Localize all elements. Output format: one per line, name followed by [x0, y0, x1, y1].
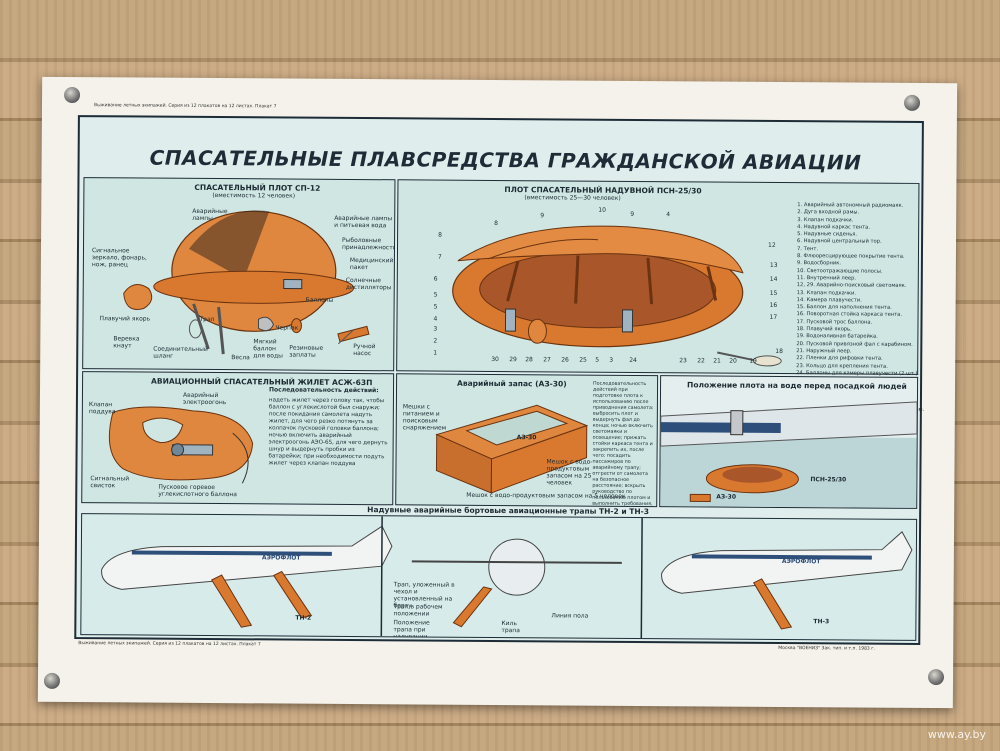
sp12-label-patches: Резиновые заплаты	[289, 344, 324, 359]
vest-sequence-text: надеть жилет через голову так, чтобы бал…	[268, 397, 388, 468]
psn-num: 8	[494, 219, 499, 227]
psn-num: 23	[679, 357, 687, 365]
safety-poster: Выживание летных экипажей. Серия из 12 п…	[37, 76, 958, 709]
psn-num: 8	[438, 231, 442, 239]
psn-num: 1	[433, 349, 438, 357]
tn2-label: ТН-2	[295, 614, 312, 622]
sp12-raft-illustration	[123, 210, 370, 355]
sp12-label-pump: Аварийные лампы и питьевая вода	[334, 214, 393, 230]
ladder-slide-label: Положение трапа при надувании	[393, 619, 430, 641]
mounting-bolt-icon	[927, 669, 945, 686]
airline-right: АЭРОФЛОТ	[781, 557, 821, 566]
psn-num: 15	[769, 289, 778, 297]
psn-num: 10	[598, 206, 606, 214]
position-illustration	[660, 401, 918, 508]
sp12-label-medkit: Медицинский пакет	[349, 256, 394, 271]
psn-num: 5	[433, 303, 438, 311]
psn-num: 17	[769, 313, 778, 321]
psn-num: 14	[769, 275, 778, 283]
ladders-illustration	[101, 516, 913, 639]
psn-num: 4	[666, 211, 671, 219]
position-supply-label: АЗ-30	[716, 493, 737, 501]
psn-num: 28	[525, 356, 533, 364]
psn-num: 4	[433, 315, 438, 323]
psn-num: 20	[729, 357, 737, 365]
psn-num: 13	[769, 261, 778, 269]
vest-illustration	[108, 406, 254, 484]
psn-num: 25	[579, 356, 587, 364]
psn-num: 5	[433, 291, 438, 299]
sp12-label-fishing: Рыболовные принадлежности	[341, 236, 396, 252]
psn-num: 3	[609, 356, 614, 364]
sp12-label-tents: Аварийные лампы	[192, 207, 228, 222]
ladder-working-label: Трап в рабочем положении	[393, 603, 443, 618]
panel-sp12: СПАСАТЕЛЬНЫЙ ПЛОТ СП-12 (вместимость 12 …	[82, 177, 396, 372]
psn-raft-illustration	[452, 225, 782, 367]
supply-marking: АЗ-30	[516, 434, 537, 442]
tn3-label: ТН-3	[813, 618, 830, 626]
sp12-label-rope: Веревка кнаут	[113, 335, 140, 350]
psn-num: 3	[433, 325, 438, 333]
mounting-bolt-icon	[43, 672, 61, 689]
sp12-label-balloons: Баллоны	[305, 296, 334, 304]
panel-vest: АВИАЦИОННЫЙ СПАСАТЕЛЬНЫЙ ЖИЛЕТ АСЖ-63П Т…	[81, 371, 395, 506]
sp12-label-scoop: Черпак	[275, 324, 299, 332]
position-raft-label: ПСН-25/30	[810, 476, 847, 484]
psn-num: 24	[629, 356, 637, 364]
psn-num: 29	[509, 356, 517, 364]
psn-num: 19	[749, 357, 757, 365]
supply-sequence-text: Последовательность действий при подготов…	[592, 381, 654, 508]
sp12-label-hose: Соединительный шланг	[153, 345, 208, 360]
sp12-label-desalter: Солнечные дистилляторы	[345, 276, 392, 292]
vest-label-light: Аварийный электроогонь	[182, 391, 227, 406]
poster-title: СПАСАТЕЛЬНЫЕ ПЛАВСРЕДСТВА ГРАЖДАНСКОЙ АВ…	[149, 145, 862, 175]
supply-label-bags: Мешки с питанием и поисковым снаряжением	[402, 403, 447, 432]
supply-illustration	[435, 404, 589, 494]
sp12-label-tent: Трап	[199, 315, 215, 324]
sp12-label-bailer: Мягкий баллон для воды	[253, 338, 283, 360]
panel-position: Положение плота на воде перед посадкой л…	[659, 375, 919, 509]
sp12-label-anchor: Плавучий якорь	[99, 315, 151, 323]
psn-num: 7	[437, 253, 442, 261]
keel-label: Киль трапа	[501, 620, 520, 635]
psn-num: 9	[630, 210, 635, 218]
psn-num: 21	[713, 357, 721, 365]
psn-num: 6	[433, 275, 438, 283]
psn-num: 18	[775, 347, 783, 355]
psn-num: 26	[561, 356, 569, 364]
psn-num: 2	[433, 337, 438, 345]
airline-left: АЭРОФЛОТ	[261, 554, 301, 562]
vest-label-whistle: Сигнальный свисток	[90, 475, 130, 490]
vest-sequence-title: Последовательность действий:	[268, 386, 379, 395]
psn-num: 27	[543, 356, 551, 364]
vest-label-launcher: Пусковое горевое углекислотного баллона	[158, 483, 238, 499]
psn-num: 5	[595, 356, 600, 364]
psn-num: 16	[769, 301, 778, 309]
sp12-label-signals: Сигнальное зеркало, фонарь, нож, ранец	[91, 247, 147, 269]
sp12-label-pump2: Ручной насос	[353, 342, 376, 358]
footer-right-note: Москва "ВОЕНИЗ" Зак. тип. и т.п. 1983 г.	[778, 645, 876, 652]
poster-frame: СПАСАТЕЛЬНЫЕ ПЛАВСРЕДСТВА ГРАЖДАНСКОЙ АВ…	[74, 115, 924, 645]
mounting-bolt-icon	[64, 86, 81, 104]
psn-num: 22	[697, 357, 705, 365]
psn-legend-item: 6. Надувной центральный тор.	[797, 238, 882, 246]
psn-num: 30	[491, 355, 499, 364]
sp12-label-oars: Весла	[231, 354, 250, 362]
mounting-bolt-icon	[903, 94, 921, 111]
psn-num: 9	[540, 212, 545, 220]
panel-supply: Аварийный запас (АЗ-30) Мешки с питанием…	[395, 373, 659, 508]
watermark: www.ay.by	[927, 728, 986, 741]
panel-ladders: АЭРОФЛОТ АЭРОФЛОТ ТН-2 ТН-3 Трап, уложен…	[80, 513, 918, 641]
vest-label-valve: Клапан поддува	[88, 401, 116, 416]
header-note: Выживание летных экипажей. Серия из 12 п…	[93, 103, 277, 110]
footer-note: Выживание летных экипажей. Серия из 12 п…	[78, 641, 261, 648]
panel-psn: ПЛОТ СПАСАТЕЛЬНЫЙ НАДУВНОЙ ПСН-25/30 (вм…	[396, 179, 920, 375]
psn-num: 12	[768, 241, 776, 249]
floor-line-label: Линия пола	[551, 612, 589, 620]
